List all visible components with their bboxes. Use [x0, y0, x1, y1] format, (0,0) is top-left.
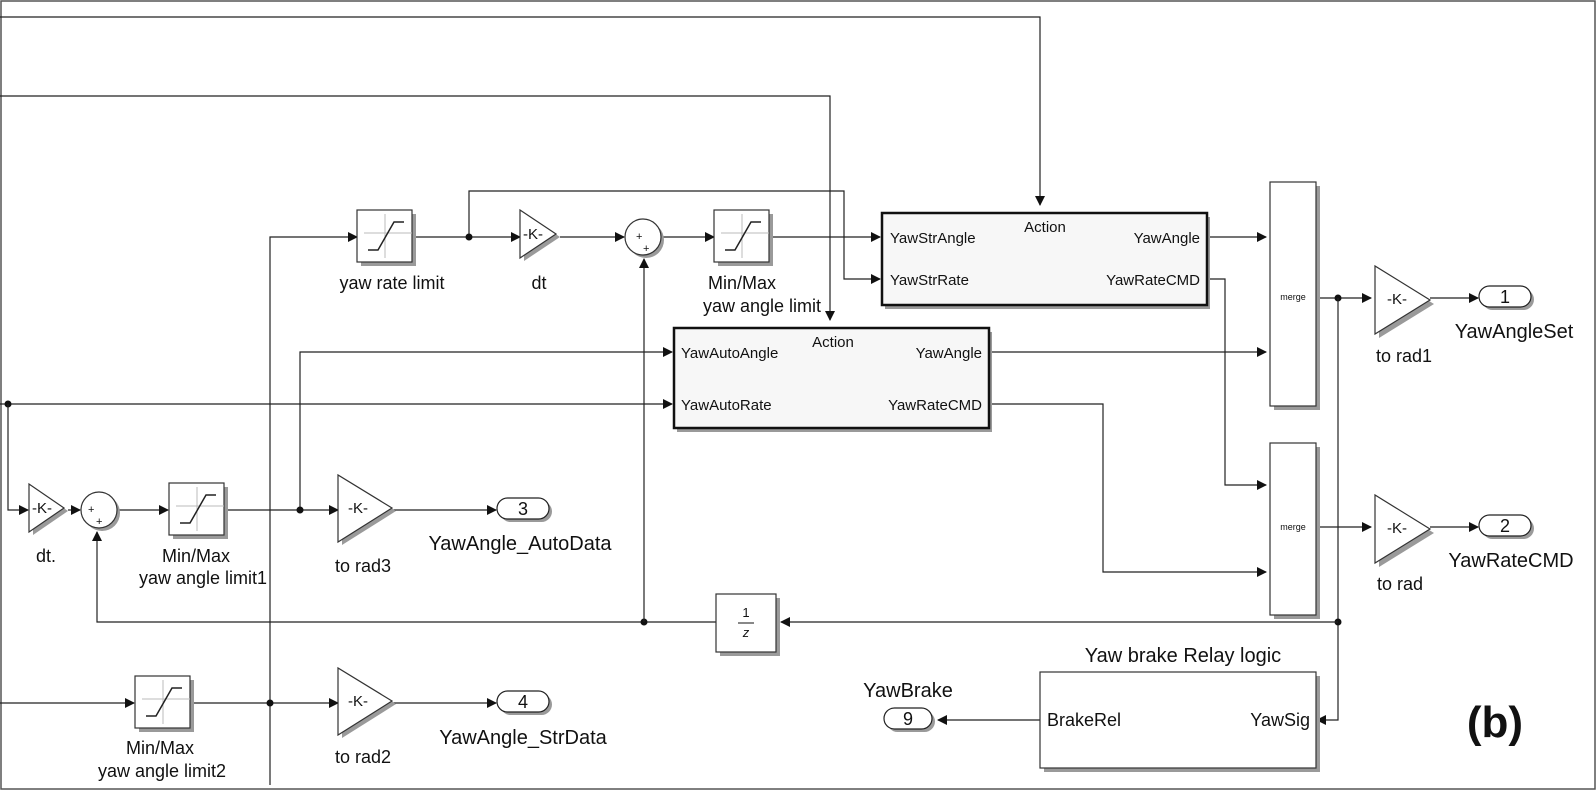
outport-1[interactable]: 1	[1478, 285, 1534, 310]
svg-text:+: +	[636, 231, 642, 243]
saturation-block-yaw-angle-limit2[interactable]	[134, 675, 194, 732]
outport-label-4: YawAngle_StrData	[439, 727, 607, 749]
gain-block-to-rad3[interactable]: -K-	[337, 473, 396, 545]
svg-text:2: 2	[1500, 516, 1510, 536]
action-subsystem-auto[interactable]: Action YawAutoAngle YawAutoRate YawAngle…	[672, 326, 992, 432]
outport-4[interactable]: 4	[496, 690, 552, 715]
action-port-label: Action	[812, 334, 854, 351]
signal-line	[1205, 278, 1267, 490]
svg-text:9: 9	[903, 709, 913, 729]
gain-block-dt-dot[interactable]: -K-	[28, 482, 68, 535]
block-label-yaw-angle-limit: yaw angle limit	[703, 296, 821, 316]
svg-text:+: +	[643, 243, 649, 255]
signal-lines	[0, 16, 1479, 785]
action-subsystem-str[interactable]: Action YawStrAngle YawStrRate YawAngle Y…	[880, 211, 1210, 309]
svg-text:z: z	[742, 625, 750, 640]
svg-text:+: +	[96, 516, 102, 528]
unit-delay-block[interactable]: 1 z	[715, 593, 780, 656]
inport-label: YawStrRate	[890, 272, 969, 289]
svg-text:-K-: -K-	[1387, 291, 1407, 308]
signal-line	[0, 16, 1045, 206]
outport-label: YawAngle	[1134, 230, 1200, 247]
block-label-to-rad1: to rad1	[1376, 346, 1432, 366]
outport-label-2: YawRateCMD	[1448, 550, 1573, 572]
signal-line	[92, 531, 716, 623]
sum-block-top[interactable]: + +	[624, 218, 664, 258]
svg-text:-K-: -K-	[348, 500, 368, 517]
branch-point	[266, 699, 274, 707]
block-label-yaw-angle-limit2: yaw angle limit2	[98, 761, 226, 781]
branch-point	[296, 506, 304, 514]
block-label-yaw-rate-limit: yaw rate limit	[339, 273, 444, 293]
block-label-minmax2: Min/Max	[126, 738, 194, 758]
signal-line	[1316, 298, 1339, 725]
gain-block-to-rad[interactable]: -K-	[1374, 493, 1434, 567]
block-label-to-rad2: to rad2	[335, 747, 391, 767]
outport-label-3: YawAngle_AutoData	[428, 533, 612, 555]
panel-label: (b)	[1467, 698, 1523, 747]
svg-text:1: 1	[1500, 287, 1510, 307]
outport-label: YawRateCMD	[1106, 272, 1200, 289]
svg-text:4: 4	[518, 692, 528, 712]
signal-line	[468, 190, 881, 284]
signal-line	[269, 232, 358, 785]
outport-label-1: YawAngleSet	[1455, 321, 1574, 343]
gain-block-to-rad2[interactable]: -K-	[337, 666, 396, 738]
signal-line	[299, 347, 673, 510]
block-label-minmax1: Min/Max	[162, 546, 230, 566]
svg-text:+: +	[88, 504, 94, 516]
inport-label: YawAutoAngle	[681, 345, 778, 362]
inport-label: YawSig	[1250, 710, 1310, 730]
block-label-dt-dot: dt.	[36, 546, 56, 566]
signal-line	[7, 404, 29, 515]
svg-text:-K-: -K-	[348, 693, 368, 710]
sum-block-bottom[interactable]: + +	[80, 491, 120, 531]
signal-line	[0, 95, 835, 321]
inport-label: YawAutoRate	[681, 397, 772, 414]
block-label-yaw-angle-limit1: yaw angle limit1	[139, 568, 267, 588]
subsystem-yaw-brake-relay-logic[interactable]: YawSig BrakeRel	[1039, 671, 1320, 772]
outport-2[interactable]: 2	[1478, 514, 1534, 539]
merge-block-1[interactable]: merge	[1269, 181, 1320, 410]
svg-text:merge: merge	[1280, 292, 1306, 302]
outport-3[interactable]: 3	[496, 497, 552, 522]
block-label-to-rad: to rad	[1377, 574, 1423, 594]
svg-text:1: 1	[742, 605, 749, 620]
signal-line	[987, 403, 1267, 577]
outport-label: BrakeRel	[1047, 710, 1121, 730]
gain-block-dt[interactable]: -K-	[519, 208, 560, 261]
block-label-dt: dt	[531, 273, 546, 293]
outport-label: YawAngle	[916, 345, 982, 362]
svg-text:merge: merge	[1280, 522, 1306, 532]
inport-label: YawStrAngle	[890, 230, 976, 247]
outport-label: YawRateCMD	[888, 397, 982, 414]
block-label-minmax: Min/Max	[708, 273, 776, 293]
saturation-block-yaw-rate-limit[interactable]	[356, 209, 416, 266]
svg-text:-K-: -K-	[32, 500, 52, 517]
svg-text:3: 3	[518, 499, 528, 519]
outport-label-9: YawBrake	[863, 680, 953, 702]
outport-9[interactable]: 9	[883, 707, 935, 732]
branch-point	[465, 233, 473, 241]
subsystem-title-brake-logic: Yaw brake Relay logic	[1085, 645, 1281, 667]
saturation-block-yaw-angle-limit[interactable]	[713, 209, 773, 266]
gain-block-to-rad1[interactable]: -K-	[1374, 264, 1434, 338]
block-label-to-rad3: to rad3	[335, 556, 391, 576]
saturation-block-yaw-angle-limit1[interactable]	[168, 482, 228, 539]
svg-text:-K-: -K-	[1387, 520, 1407, 537]
svg-text:-K-: -K-	[523, 226, 543, 243]
action-port-label: Action	[1024, 219, 1066, 236]
merge-block-2[interactable]: merge	[1269, 442, 1320, 619]
